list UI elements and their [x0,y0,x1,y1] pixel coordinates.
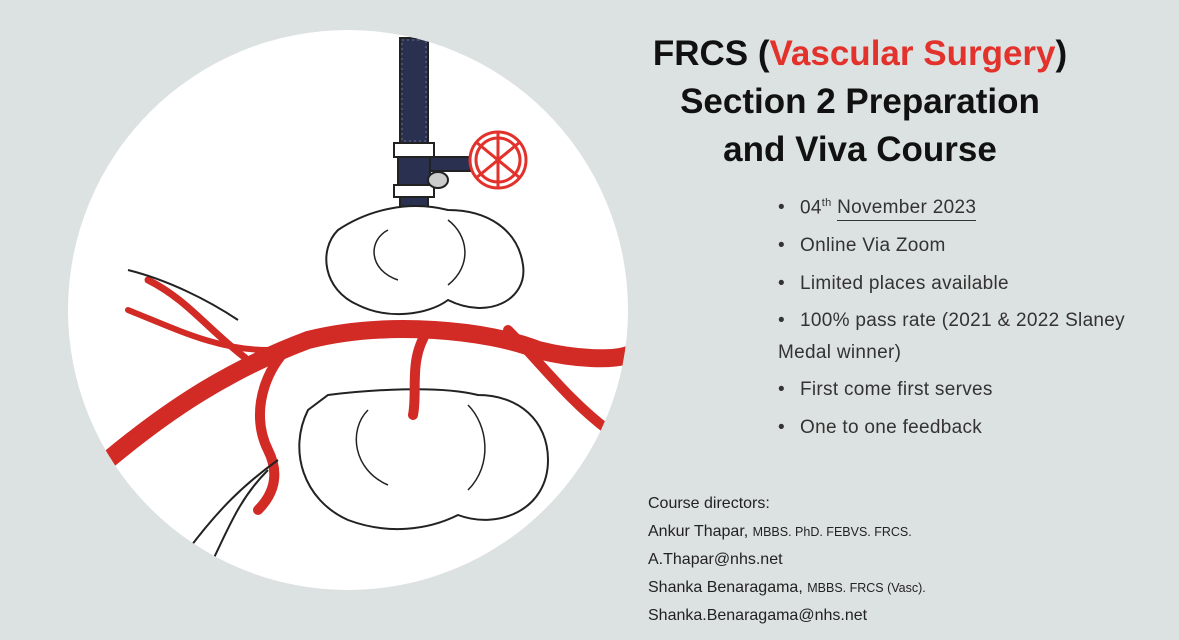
list-item-text: 100% pass rate (2021 & 2022 Slaney Medal… [778,310,1125,364]
bullet-icon: • [778,273,785,295]
course-details-list: • 04th November 2023 • Online Via Zoom • Li… [778,186,1168,449]
list-item: • Limited places available [778,267,1168,301]
bullet-icon: • [778,235,785,257]
vascular-illustration [68,30,628,590]
list-item: • One to one feedback [778,411,1168,445]
title-prefix: FRCS ( [652,34,770,73]
title-line-3: and Viva Course [723,130,997,169]
lower-organ-icon [298,388,550,530]
director-1-email[interactable]: A.Thapar@nhs.net [648,551,783,568]
list-item-text: One to one feedback [800,417,983,439]
date-day: 04 [800,197,822,219]
director-credentials: MBBS. PhD. FEBVS. FRCS. [752,525,912,539]
director-1: Ankur Thapar, MBBS. PhD. FEBVS. FRCS. [648,518,1168,546]
course-title: FRCS (Vascular Surgery) Section 2 Prepar… [580,30,1140,174]
list-item-text: Online Via Zoom [800,235,946,257]
course-directors: Course directors: Ankur Thapar, MBBS. Ph… [648,490,1168,630]
title-suffix: ) [1055,34,1068,73]
directors-heading: Course directors: [648,495,770,512]
upper-organ-icon [325,205,525,316]
vascular-drawing-icon [99,37,628,571]
date-ordinal: th [821,197,832,209]
director-2: Shanka Benaragama, MBBS. FRCS (Vasc). [648,574,1168,602]
director-2-email[interactable]: Shanka.Benaragama@nhs.net [648,607,868,624]
list-item-text: First come first serves [800,379,993,401]
list-item-date: • 04th November 2023 [778,186,1168,225]
bullet-icon: • [778,197,785,219]
list-item: •100% pass rate (2021 & 2022 Slaney Meda… [778,305,1168,369]
date-rest: November 2023 [837,197,977,222]
list-item: • Online Via Zoom [778,229,1168,263]
director-name: Shanka Benaragama, [648,579,803,596]
list-item-text: Limited places available [800,273,1009,295]
list-item: • First come first serves [778,373,1168,407]
bullet-icon: • [778,379,785,401]
bullet-icon: • [778,417,785,439]
title-specialty: Vascular Surgery [769,34,1056,73]
director-credentials: MBBS. FRCS (Vasc). [807,581,926,595]
pipe-icon [393,37,471,208]
title-line-2: Section 2 Preparation [680,82,1040,121]
bullet-icon: • [778,310,785,332]
artery-icon [99,276,628,515]
valve-wheel-icon [468,130,528,190]
director-name: Ankur Thapar, [648,523,749,540]
